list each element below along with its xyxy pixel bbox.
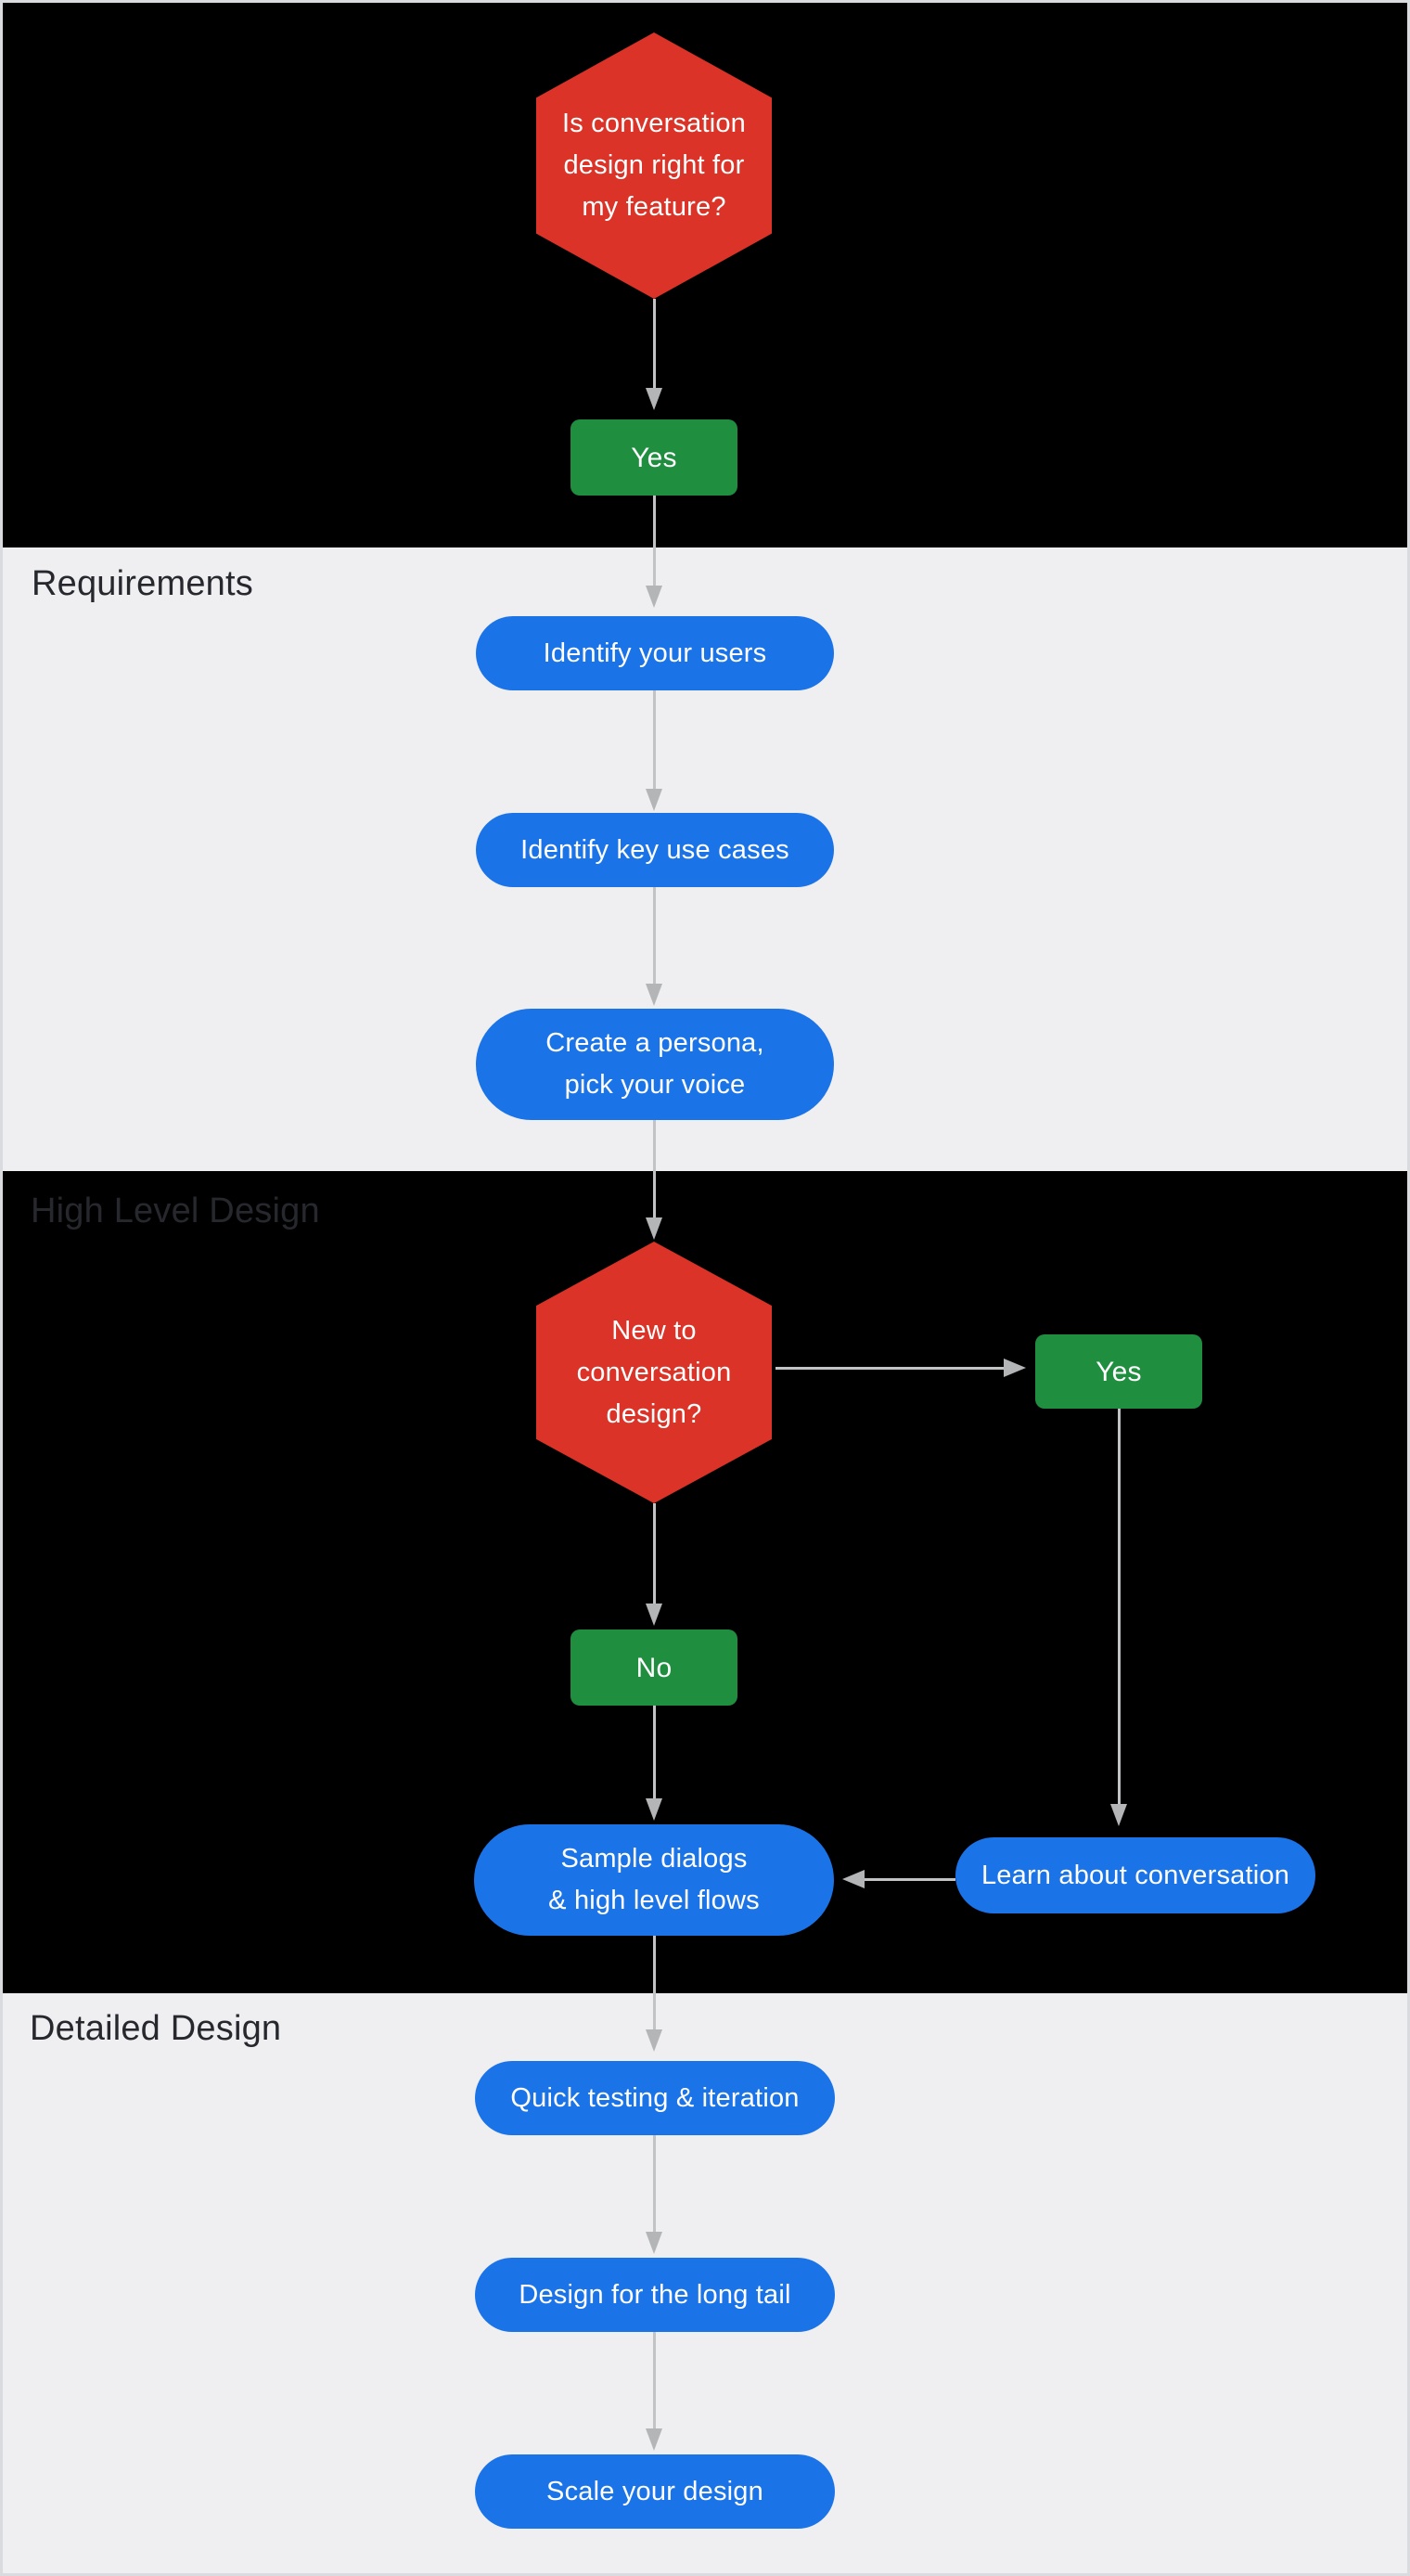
arrow-head-icon (842, 1870, 865, 1888)
arrow-head-icon (646, 586, 662, 608)
arrow-line (653, 299, 656, 388)
arrow-head-icon (646, 789, 662, 811)
arrow-line (653, 1120, 656, 1217)
pill-quick-testing-iteration[interactable]: Quick testing & iteration (475, 2061, 835, 2135)
pill-label: Design for the long tail (519, 2279, 791, 2310)
requirements-label: Requirements (32, 564, 253, 603)
arrow-line (1118, 1409, 1121, 1804)
pill-label: Identify your users (543, 638, 767, 668)
arrow-line (864, 1878, 955, 1881)
pill-label: Identify key use cases (520, 834, 789, 865)
detailed-design-label: Detailed Design (30, 2009, 282, 2048)
arrow-line (653, 1936, 656, 2029)
arrow-head-icon (646, 1798, 662, 1821)
arrow-head-icon (1004, 1359, 1026, 1377)
arrow-line (653, 690, 656, 789)
high-level-design-label: High Level Design (31, 1191, 320, 1230)
yes-button-label: Yes (1096, 1356, 1142, 1387)
pill-create-persona-pick-voice[interactable]: Create a persona, pick your voice (476, 1009, 834, 1120)
yes-button-intro[interactable]: Yes (570, 419, 737, 496)
arrow-head-icon (1110, 1804, 1127, 1826)
arrow-head-icon (646, 2428, 662, 2451)
pill-label: Sample dialogs & high level flows (548, 1844, 760, 1915)
decision-label: Is conversation design right for my feat… (561, 109, 747, 222)
pill-label: Create a persona, pick your voice (545, 1028, 764, 1100)
arrow-head-icon (646, 2232, 662, 2254)
arrow-line (653, 496, 656, 586)
pill-label: Learn about conversation (981, 1860, 1290, 1890)
arrow-line (653, 2332, 656, 2428)
decision-is-conversation-design-right: Is conversation design right for my feat… (536, 32, 772, 299)
arrow-line (653, 2135, 656, 2232)
no-button-new-to-design[interactable]: No (570, 1629, 737, 1706)
pill-label: Scale your design (546, 2476, 763, 2506)
arrow-head-icon (646, 2029, 662, 2052)
decision-label: New to conversation design? (576, 1315, 732, 1429)
arrow-head-icon (646, 984, 662, 1006)
arrow-line (653, 1706, 656, 1798)
pill-scale-your-design[interactable]: Scale your design (475, 2454, 835, 2529)
arrow-head-icon (646, 1217, 662, 1240)
arrow-line (653, 887, 656, 984)
pill-design-for-long-tail[interactable]: Design for the long tail (475, 2258, 835, 2332)
yes-button-label: Yes (631, 442, 677, 473)
arrow-line (776, 1367, 1004, 1370)
arrow-head-icon (646, 388, 662, 410)
arrow-line (653, 1503, 656, 1604)
pill-label: Quick testing & iteration (510, 2082, 800, 2113)
yes-button-new-to-design[interactable]: Yes (1035, 1334, 1202, 1409)
pill-sample-dialogs-high-level-flows[interactable]: Sample dialogs & high level flows (474, 1824, 834, 1936)
pill-identify-your-users[interactable]: Identify your users (476, 616, 834, 690)
no-button-label: No (635, 1652, 673, 1683)
decision-new-to-conversation-design: New to conversation design? (536, 1242, 772, 1503)
arrow-head-icon (646, 1604, 662, 1626)
pill-identify-key-use-cases[interactable]: Identify key use cases (476, 813, 834, 887)
pill-learn-about-conversation[interactable]: Learn about conversation (955, 1837, 1315, 1913)
